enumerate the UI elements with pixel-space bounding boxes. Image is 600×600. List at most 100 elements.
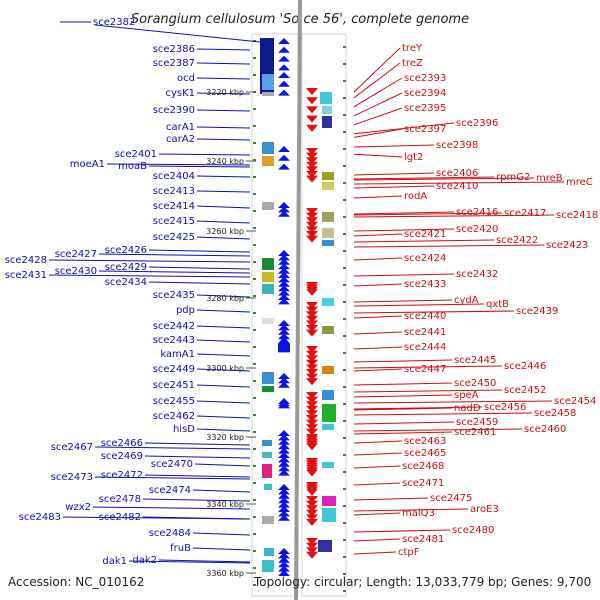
gene-label-sce2455[interactable]: sce2455	[153, 396, 195, 407]
gene-label-trez[interactable]: treZ	[402, 58, 423, 69]
gene-label-sce2462[interactable]: sce2462	[153, 411, 195, 422]
gene-label-ocd[interactable]: ocd	[177, 73, 195, 84]
gene-label-lgt2[interactable]: lgt2	[404, 152, 423, 163]
gene-label-sce2439[interactable]: sce2439	[516, 306, 558, 317]
gene-label-sce2484[interactable]: sce2484	[149, 528, 191, 539]
gene-label-sce2483[interactable]: sce2483	[19, 512, 61, 523]
gene-label-sce2394[interactable]: sce2394	[404, 88, 446, 99]
gene-label-sce2467[interactable]: sce2467	[51, 442, 93, 453]
gene-label-sce2404[interactable]: sce2404	[153, 171, 195, 182]
gene-label-mreb[interactable]: mreB	[536, 173, 563, 184]
gene-label-ctpf[interactable]: ctpF	[398, 547, 420, 558]
gene-label-sce2463[interactable]: sce2463	[404, 436, 446, 447]
gene-label-sce2451[interactable]: sce2451	[153, 380, 195, 391]
gene-label-sce2465[interactable]: sce2465	[404, 448, 446, 459]
gene-label-sce2469[interactable]: sce2469	[101, 451, 143, 462]
gene-label-sce2429[interactable]: sce2429	[105, 262, 147, 273]
gene-label-sce2393[interactable]: sce2393	[404, 73, 446, 84]
gene-label-sce2413[interactable]: sce2413	[153, 186, 195, 197]
gene-label-kama1[interactable]: kamA1	[160, 349, 195, 360]
gene-label-sce2410[interactable]: sce2410	[436, 181, 478, 192]
gene-label-sce2433[interactable]: sce2433	[404, 279, 446, 290]
gene-label-sce2395[interactable]: sce2395	[404, 103, 446, 114]
gene-label-sce2449[interactable]: sce2449	[153, 364, 195, 375]
gene-label-sce2471[interactable]: sce2471	[402, 478, 444, 489]
gene-label-sce2478[interactable]: sce2478	[99, 494, 141, 505]
gene-label-sce2426[interactable]: sce2426	[105, 245, 147, 256]
gene-label-sce2480[interactable]: sce2480	[452, 525, 494, 536]
gene-label-sce2398[interactable]: sce2398	[436, 140, 478, 151]
gene-label-sce2454[interactable]: sce2454	[554, 396, 596, 407]
gene-label-sce2396[interactable]: sce2396	[456, 118, 498, 129]
gene-label-sce2418[interactable]: sce2418	[556, 210, 598, 221]
gene-label-sce2386[interactable]: sce2386	[153, 44, 195, 55]
gene-label-sce2458[interactable]: sce2458	[534, 408, 576, 419]
gene-label-sce2468[interactable]: sce2468	[402, 461, 444, 472]
gene-label-sce2459[interactable]: sce2459	[456, 417, 498, 428]
gene-label-roda[interactable]: rodA	[404, 191, 427, 202]
gene-label-dak2[interactable]: dak2	[132, 555, 157, 566]
gene-label-frub[interactable]: fruB	[170, 543, 191, 554]
gene-label-sce2430[interactable]: sce2430	[55, 266, 97, 277]
gene-label-sce2397[interactable]: sce2397	[404, 124, 446, 135]
gene-label-sce2461[interactable]: sce2461	[454, 427, 496, 438]
gene-label-wzx2[interactable]: wzx2	[65, 502, 91, 513]
gene-label-sce2406[interactable]: sce2406	[436, 168, 478, 179]
gene-label-sce2415[interactable]: sce2415	[153, 216, 195, 227]
gene-label-sce2424[interactable]: sce2424	[404, 253, 446, 264]
gene-label-sce2440[interactable]: sce2440	[404, 311, 446, 322]
gene-label-sce2450[interactable]: sce2450	[454, 378, 496, 389]
gene-label-sce2422[interactable]: sce2422	[496, 235, 538, 246]
gene-label-sce2472[interactable]: sce2472	[101, 470, 143, 481]
gene-label-aroe3[interactable]: aroE3	[470, 504, 499, 515]
gene-label-sce2432[interactable]: sce2432	[456, 269, 498, 280]
gene-label-nadd[interactable]: nadD	[454, 403, 481, 414]
gene-label-sce2447[interactable]: sce2447	[404, 364, 446, 375]
gene-label-rpmg2[interactable]: rpmG2	[496, 172, 530, 183]
gene-label-cara2[interactable]: carA2	[166, 134, 195, 145]
gene-label-pdp[interactable]: pdp	[176, 305, 195, 316]
gene-label-sce2441[interactable]: sce2441	[404, 327, 446, 338]
gene-label-sce2431[interactable]: sce2431	[5, 270, 47, 281]
gene-label-sce2442[interactable]: sce2442	[153, 321, 195, 332]
gene-label-sce2390[interactable]: sce2390	[153, 105, 195, 116]
gene-label-sce2452[interactable]: sce2452	[504, 385, 546, 396]
gene-label-sce2417[interactable]: sce2417	[504, 208, 546, 219]
gene-label-sce2416[interactable]: sce2416	[456, 207, 498, 218]
gene-label-moab[interactable]: moaB	[118, 161, 147, 172]
gene-label-sce2444[interactable]: sce2444	[404, 342, 446, 353]
gene-label-sce2456[interactable]: sce2456	[484, 402, 526, 413]
gene-label-sce2470[interactable]: sce2470	[151, 459, 193, 470]
gene-label-qxtb[interactable]: qxtB	[486, 299, 509, 310]
gene-label-sce2443[interactable]: sce2443	[153, 335, 195, 346]
gene-label-sce2481[interactable]: sce2481	[402, 534, 444, 545]
gene-label-sce2401[interactable]: sce2401	[115, 149, 157, 160]
gene-label-sce2420[interactable]: sce2420	[456, 224, 498, 235]
gene-label-malq3[interactable]: malQ3	[402, 508, 435, 519]
gene-label-sce2446[interactable]: sce2446	[504, 361, 546, 372]
gene-label-sce2425[interactable]: sce2425	[153, 232, 195, 243]
gene-label-spea[interactable]: speA	[454, 390, 479, 401]
gene-label-cysk1[interactable]: cysK1	[165, 88, 195, 99]
gene-label-sce2414[interactable]: sce2414	[153, 201, 195, 212]
gene-label-sce2427[interactable]: sce2427	[55, 249, 97, 260]
gene-label-dak1[interactable]: dak1	[102, 556, 127, 567]
gene-label-sce2475[interactable]: sce2475	[430, 493, 472, 504]
gene-label-sce2434[interactable]: sce2434	[105, 277, 147, 288]
gene-label-sce2423[interactable]: sce2423	[546, 240, 588, 251]
gene-label-hisd[interactable]: hisD	[173, 424, 195, 435]
gene-label-sce2435[interactable]: sce2435	[153, 290, 195, 301]
gene-label-sce2387[interactable]: sce2387	[153, 58, 195, 69]
gene-label-sce2474[interactable]: sce2474	[149, 485, 191, 496]
gene-label-sce2421[interactable]: sce2421	[404, 229, 446, 240]
gene-label-cyda[interactable]: cydA	[454, 295, 479, 306]
gene-label-cara1[interactable]: carA1	[166, 122, 195, 133]
gene-label-moea1[interactable]: moeA1	[70, 159, 105, 170]
gene-label-trey[interactable]: treY	[402, 43, 423, 54]
gene-label-sce2473[interactable]: sce2473	[51, 472, 93, 483]
gene-label-sce2460[interactable]: sce2460	[524, 424, 566, 435]
gene-label-sce2445[interactable]: sce2445	[454, 355, 496, 366]
gene-label-sce2466[interactable]: sce2466	[101, 438, 143, 449]
gene-label-mrec[interactable]: mreC	[566, 177, 593, 188]
gene-label-sce2428[interactable]: sce2428	[5, 255, 47, 266]
